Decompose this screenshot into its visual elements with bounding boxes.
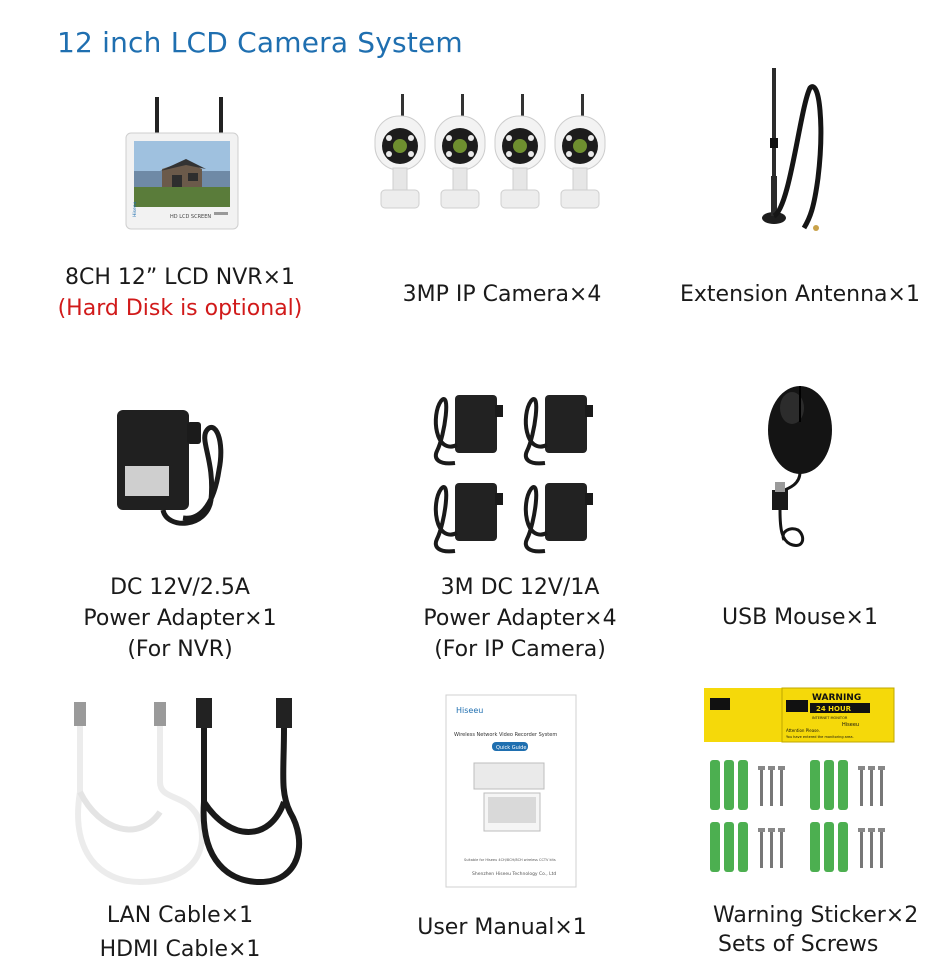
antenna-icon: [760, 68, 840, 236]
svg-text:You have entered the monitorin: You have entered the monitoring area.: [786, 735, 854, 739]
svg-text:Hiseeu: Hiseeu: [132, 201, 138, 217]
power-adapter-icon: [107, 400, 237, 536]
svg-text:24 HOUR: 24 HOUR: [816, 705, 852, 713]
svg-text:Quick Guide: Quick Guide: [496, 745, 526, 751]
nvr-adapter-caption: DC 12V/2.5A Power Adapter×1 (For NVR): [83, 575, 277, 662]
warning-sticker-icon: WARNING 24 HOUR INTERNET MONITOR Hiseeu …: [702, 686, 897, 878]
hard-disk-note: (Hard Disk is optional): [57, 296, 303, 321]
manual-caption: User Manual×1: [417, 915, 587, 940]
svg-text:Hiseeu: Hiseeu: [456, 706, 483, 715]
svg-text:Attention Please.: Attention Please.: [786, 728, 820, 733]
cables-icon: [60, 692, 310, 892]
cam-adapters-caption: 3M DC 12V/1A Power Adapter×4 (For IP Cam…: [423, 575, 617, 662]
camera-caption: 3MP IP Camera×4: [402, 282, 602, 307]
lcd-nvr-icon: HD LCD SCREEN Hiseeu: [122, 95, 242, 240]
svg-text:WARNING: WARNING: [812, 693, 861, 703]
nvr-caption: 8CH 12” LCD NVR×1 (Hard Disk is optional…: [40, 262, 320, 324]
svg-text:Wireless Network Video Recorde: Wireless Network Video Recorder System: [454, 732, 557, 738]
mouse-caption: USB Mouse×1: [722, 605, 878, 630]
usb-mouse-icon: [760, 380, 840, 552]
svg-text:Hiseeu: Hiseeu: [842, 722, 859, 728]
svg-text:HD LCD SCREEN: HD LCD SCREEN: [170, 214, 211, 220]
power-adapters-icon: [425, 385, 605, 560]
antenna-caption: Extension Antenna×1: [680, 282, 920, 307]
svg-text:Shenzhen Hiseeu Technology Co.: Shenzhen Hiseeu Technology Co., Ltd: [472, 871, 556, 877]
page-title: 12 inch LCD Camera System: [57, 26, 463, 59]
cables-caption: LAN Cable×1 HDMI Cable×1: [99, 903, 261, 962]
svg-text:Suitable for Hiseeu 4CH/8CH/8C: Suitable for Hiseeu 4CH/8CH/8CH wireless…: [464, 858, 556, 862]
stickers-caption: Warning Sticker×2 Sets of Screws: [713, 903, 919, 957]
manual-icon: Hiseeu Wireless Network Video Recorder S…: [444, 693, 578, 889]
svg-text:INTERNET MONITOR: INTERNET MONITOR: [812, 716, 848, 720]
ip-camera-icon: [373, 94, 613, 214]
